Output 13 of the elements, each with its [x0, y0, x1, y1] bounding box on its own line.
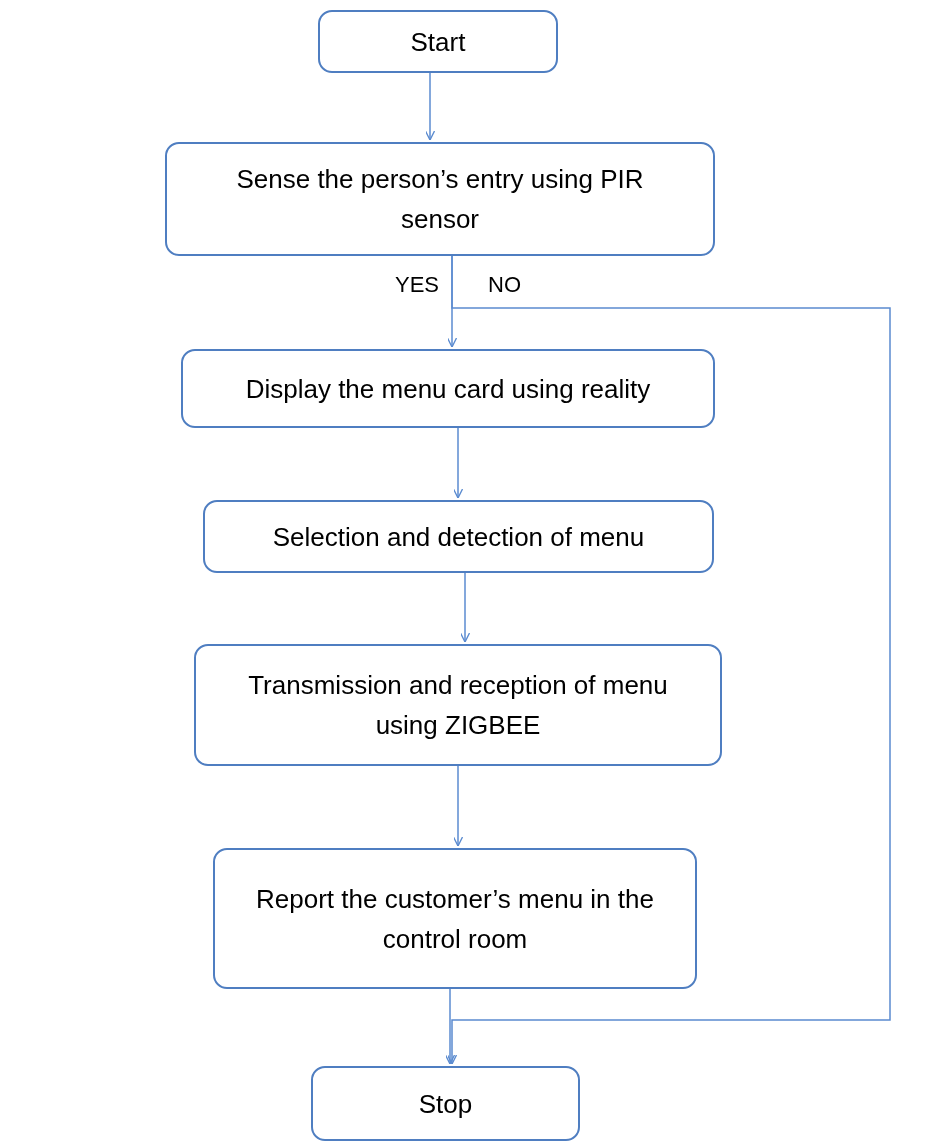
arrow — [452, 427, 464, 499]
process-box: Sense the person’s entry using PIR sensor — [165, 142, 715, 256]
arrow — [459, 572, 471, 643]
process-box: Selection and detection of menu — [203, 500, 714, 573]
process-box: Stop — [311, 1066, 580, 1141]
arrow — [424, 72, 436, 141]
process-box: Start — [318, 10, 558, 73]
arrow — [452, 765, 464, 847]
process-box: Transmission and reception of menu using ZIGBEE — [194, 644, 722, 766]
arrow — [444, 988, 456, 1065]
arrow — [446, 255, 891, 1065]
process-box: Display the menu card using reality — [181, 349, 715, 428]
process-box: Report the customer’s menu in the control room — [213, 848, 697, 989]
